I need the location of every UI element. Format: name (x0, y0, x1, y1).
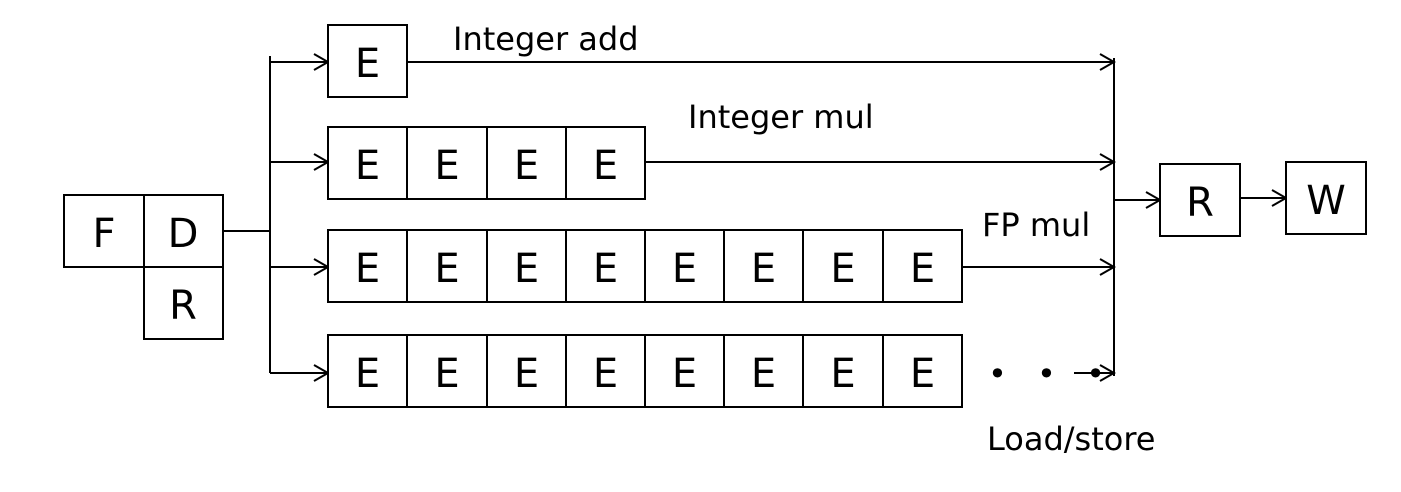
load-store-execute-stage: E (406, 334, 488, 408)
integer-add-label: Integer add (453, 20, 639, 58)
fetch-stage-box: F (63, 194, 145, 268)
integer-mul-execute-stage: E (406, 126, 488, 200)
execute-stage-label: E (434, 351, 459, 397)
integer-add-execute-stage: E (327, 24, 408, 98)
load-store-execute-stage: E (802, 334, 884, 408)
register-read-stage-label: R (169, 283, 197, 329)
fp-mul-execute-stage: E (565, 229, 646, 303)
execute-stage-label: E (514, 143, 539, 189)
integer-mul-execute-stage: E (565, 126, 646, 200)
integer-mul-pipeline: E E E E Integer mul (270, 98, 1117, 200)
execute-stage-label: E (514, 351, 539, 397)
execute-stage-label: E (355, 351, 380, 397)
execute-stage-label: E (355, 143, 380, 189)
load-store-execute-stage: E (644, 334, 725, 408)
integer-add-pipeline: E Integer add (270, 20, 1117, 98)
fp-mul-pipeline: E E E E E E E E FP mul (270, 206, 1117, 303)
execute-stage-label: E (434, 143, 459, 189)
fp-mul-execute-stage: E (327, 229, 408, 303)
execute-stage-label: E (910, 351, 935, 397)
decode-stage-box: D (143, 194, 224, 268)
writeback-stage-label: W (1306, 178, 1346, 224)
integer-mul-execute-stage: E (327, 126, 408, 200)
fetch-stage-label: F (92, 211, 115, 257)
register-read-stage-box: R (143, 266, 224, 340)
execute-stage-label: E (593, 143, 618, 189)
fp-mul-execute-stage: E (882, 229, 963, 303)
execute-stage-label: E (355, 41, 380, 87)
writeback-stage-box: W (1285, 161, 1367, 235)
execute-stage-label: E (672, 246, 697, 292)
fp-mul-execute-stage: E (486, 229, 567, 303)
execute-stage-label: E (751, 246, 776, 292)
fp-mul-execute-stage: E (644, 229, 725, 303)
execute-stage-label: E (593, 351, 618, 397)
fp-mul-execute-stage: E (723, 229, 804, 303)
load-store-execute-stage: E (565, 334, 646, 408)
fp-mul-label: FP mul (982, 206, 1090, 244)
execute-stage-label: E (910, 246, 935, 292)
load-store-execute-stage: E (882, 334, 963, 408)
retire-read-stage-box: R (1159, 163, 1241, 237)
execute-stage-label: E (355, 246, 380, 292)
execute-stage-label: E (751, 351, 776, 397)
execute-stage-label: E (672, 351, 697, 397)
execute-stage-label: E (830, 246, 855, 292)
fp-mul-execute-stage: E (406, 229, 488, 303)
retire-read-stage-label: R (1186, 180, 1214, 226)
execute-stage-label: E (514, 246, 539, 292)
execute-stage-label: E (434, 246, 459, 292)
fp-mul-execute-stage: E (802, 229, 884, 303)
load-store-label: Load/store (987, 420, 1155, 458)
load-store-execute-stage: E (486, 334, 567, 408)
load-store-execute-stage: E (327, 334, 408, 408)
execute-stage-label: E (830, 351, 855, 397)
execute-stage-label: E (593, 246, 618, 292)
integer-mul-execute-stage: E (486, 126, 567, 200)
decode-stage-label: D (168, 211, 199, 257)
load-store-execute-stage: E (723, 334, 804, 408)
integer-mul-label: Integer mul (688, 98, 874, 136)
